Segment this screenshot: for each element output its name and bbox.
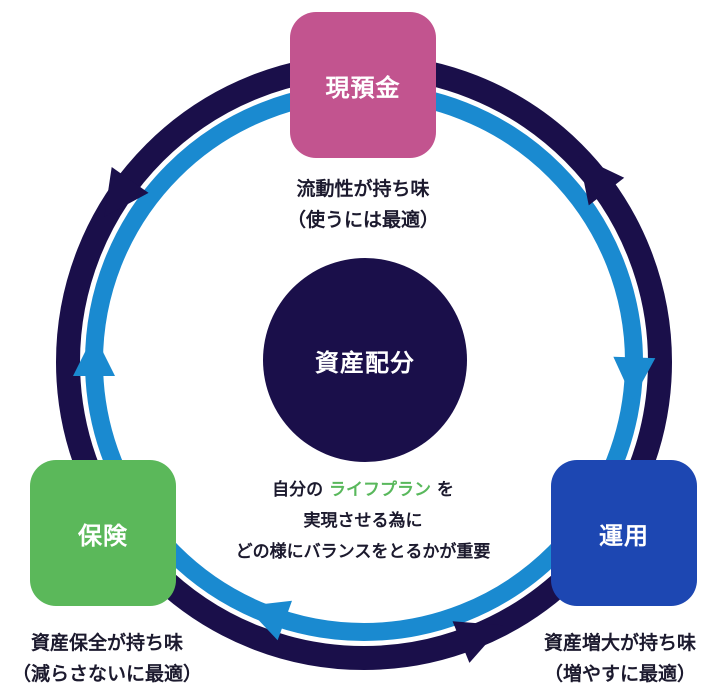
arrow-outer-upper-left [104, 167, 149, 217]
insurance-caption-line2: （減らさないに最適） [11, 663, 202, 685]
insurance-caption: 資産保全が持ち味 （減らさないに最適） [0, 628, 214, 690]
center-description-line1: 自分の ライフプラン を [190, 475, 536, 506]
cash-box: 現預金 [290, 12, 436, 158]
investment-caption-line1: 資産増大が持ち味 [543, 632, 696, 654]
center-description-line2: 実現させる為に [303, 511, 423, 531]
asset-allocation-label: 資産配分 [315, 348, 415, 377]
asset-allocation-circle: 資産配分 [263, 258, 467, 462]
insurance-caption-line1: 資産保全が持ち味 [30, 632, 183, 654]
investment-box: 運用 [551, 460, 697, 606]
arrow-outer-bottom [452, 621, 503, 663]
line1-suffix: を [436, 480, 454, 500]
investment-label: 運用 [599, 521, 649, 550]
arrow-outer-upper-right [578, 156, 625, 206]
arrow-inner-left [73, 334, 115, 376]
investment-caption-line2: （増やすに最適） [543, 663, 696, 685]
line1-prefix: 自分の [272, 480, 324, 500]
center-description: 自分の ライフプラン を 実現させる為に どの様にバランスをとるかが重要 [190, 475, 536, 568]
cash-caption-line1: 流動性が持ち味 [296, 178, 430, 200]
cash-caption-line2: （使うには最適） [286, 209, 439, 231]
insurance-box: 保険 [30, 460, 176, 606]
cash-caption: 流動性が持ち味 （使うには最適） [240, 174, 486, 236]
center-description-line3: どの様にバランスをとるかが重要 [235, 542, 491, 562]
life-plan-highlight: ライフプラン [329, 480, 431, 500]
insurance-label: 保険 [78, 521, 128, 550]
arrow-inner-right [613, 356, 656, 400]
investment-caption: 資産増大が持ち味 （増やすに最適） [520, 628, 720, 690]
cash-label: 現預金 [325, 73, 401, 102]
arrow-inner-bottom [245, 600, 292, 641]
